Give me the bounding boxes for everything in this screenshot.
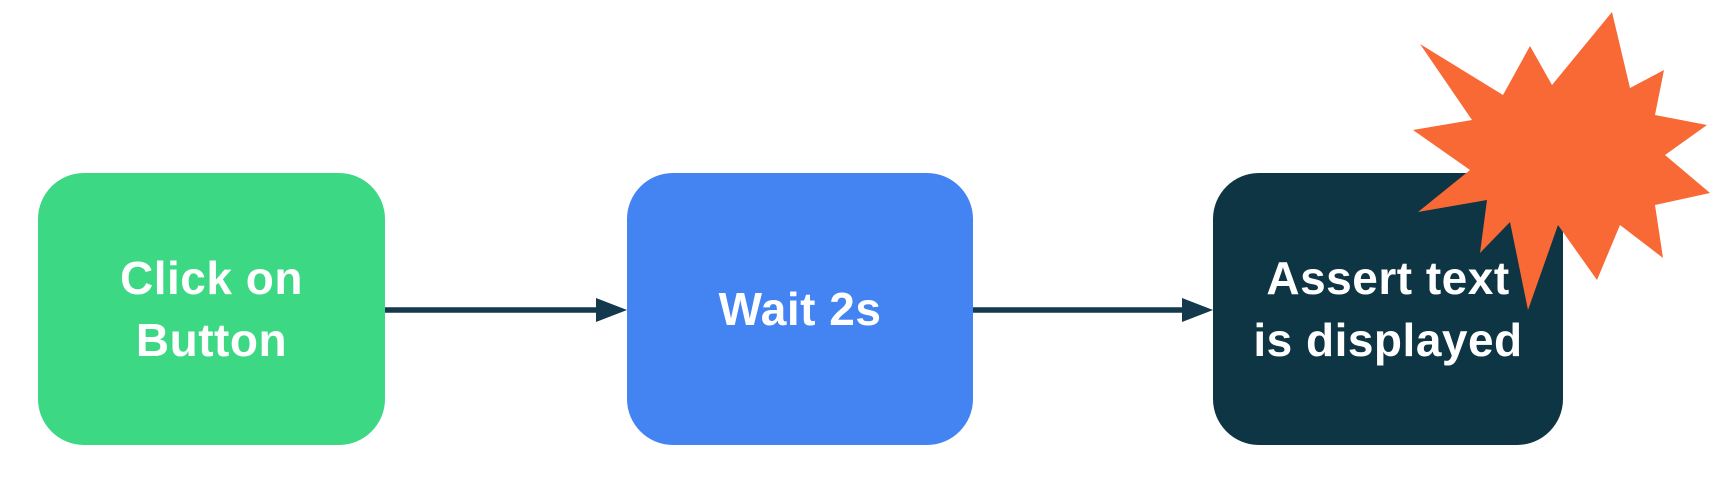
arrowhead-icon bbox=[1182, 298, 1213, 322]
arrowhead-icon bbox=[596, 298, 627, 322]
label-line: Button bbox=[135, 314, 288, 366]
flow-node-label: Click on Button bbox=[120, 247, 303, 371]
flow-node-click-on-button: Click on Button bbox=[38, 173, 385, 445]
label-line: Assert text bbox=[1266, 252, 1510, 304]
label-line: is displayed bbox=[1253, 314, 1523, 366]
flow-node-assert-text-is-displayed: Assert text is displayed bbox=[1213, 173, 1563, 445]
connector-arrow-1 bbox=[385, 298, 627, 322]
flow-node-wait-2s: Wait 2s bbox=[627, 173, 973, 445]
label-line: Click on bbox=[120, 252, 303, 304]
flow-node-label: Assert text is displayed bbox=[1253, 247, 1522, 371]
connector-arrow-2 bbox=[973, 298, 1213, 322]
label-line: Wait 2s bbox=[718, 283, 882, 335]
flow-node-label: Wait 2s bbox=[719, 278, 882, 340]
